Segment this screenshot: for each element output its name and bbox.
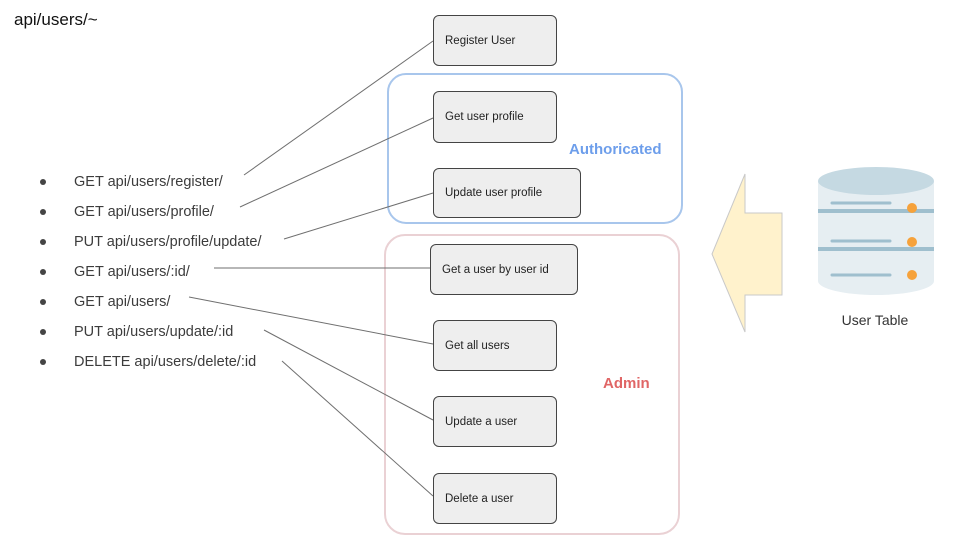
user-table-label: User Table (841, 312, 909, 328)
endpoint-item: PUT api/users/profile/update/ (38, 230, 262, 260)
bullet-icon (40, 299, 46, 305)
endpoint-label: GET api/users/:id/ (74, 264, 190, 280)
delete-user-node[interactable]: Delete a user (433, 473, 557, 524)
endpoint-label: PUT api/users/profile/update/ (74, 234, 262, 250)
endpoint-item: GET api/users/:id/ (38, 260, 262, 290)
endpoint-list: GET api/users/register/ GET api/users/pr… (38, 170, 262, 380)
bullet-icon (40, 239, 46, 245)
connector-update-profile (283, 192, 434, 240)
authorized-group-label: Authoricated (569, 141, 662, 158)
update-user-profile-node[interactable]: Update user profile (433, 168, 581, 218)
endpoint-item: GET api/users/profile/ (38, 200, 262, 230)
endpoint-label: GET api/users/register/ (74, 174, 223, 190)
bullet-icon (40, 269, 46, 275)
endpoint-item: DELETE api/users/delete/:id (38, 350, 262, 380)
connector-get-profile (239, 117, 434, 208)
connector-delete-user (281, 360, 434, 497)
update-user-node[interactable]: Update a user (433, 396, 557, 447)
endpoint-label: DELETE api/users/delete/:id (74, 354, 257, 370)
bullet-icon (40, 179, 46, 185)
admin-group-label: Admin (603, 375, 650, 392)
bullet-icon (40, 209, 46, 215)
connector-update-user (263, 329, 434, 421)
page-title: api/users/~ (14, 10, 98, 29)
admin-group (384, 234, 680, 535)
endpoint-label: PUT api/users/update/:id (74, 324, 234, 340)
register-user-node[interactable]: Register User (433, 15, 557, 66)
authorized-group (387, 73, 683, 224)
endpoint-item: PUT api/users/update/:id (38, 320, 262, 350)
get-all-users-node[interactable]: Get all users (433, 320, 557, 371)
database-icon (818, 167, 934, 295)
get-user-by-id-node[interactable]: Get a user by user id (430, 244, 578, 295)
bullet-icon (40, 329, 46, 335)
connector-register (243, 40, 434, 176)
connector-get-all (188, 296, 434, 345)
endpoint-label: GET api/users/ (74, 294, 171, 310)
bullet-icon (40, 359, 46, 365)
endpoint-item: GET api/users/register/ (38, 170, 262, 200)
get-user-profile-node[interactable]: Get user profile (433, 91, 557, 143)
endpoint-item: GET api/users/ (38, 290, 262, 320)
endpoint-label: GET api/users/profile/ (74, 204, 214, 220)
left-arrow-shape (711, 173, 783, 333)
